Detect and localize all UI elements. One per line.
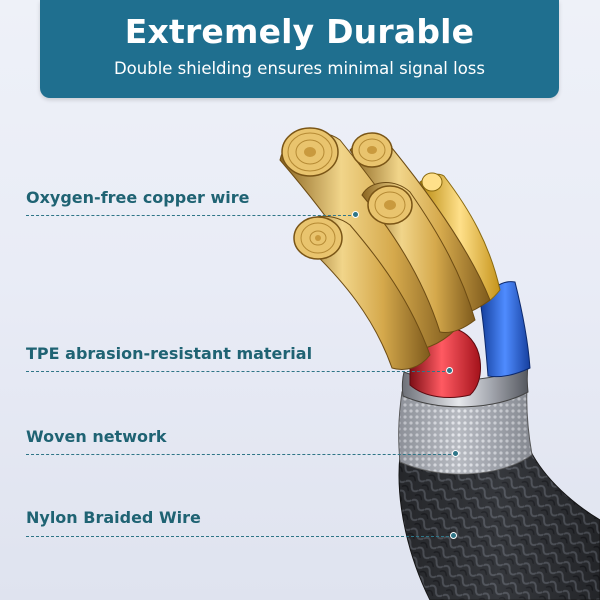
leader-dot-woven: [452, 450, 459, 457]
label-woven-network: Woven network: [26, 427, 167, 446]
leader-line-woven: [26, 454, 456, 455]
leader-dot-copper: [352, 211, 359, 218]
leader-line-copper: [26, 215, 356, 216]
strand-end-faces: [281, 127, 443, 260]
leader-line-nylon: [26, 536, 454, 537]
label-copper-wire: Oxygen-free copper wire: [26, 188, 250, 207]
tpe-blue-core: [479, 281, 531, 378]
leader-line-tpe: [26, 371, 450, 372]
header-banner: Extremely Durable Double shielding ensur…: [40, 0, 559, 98]
leader-dot-nylon: [450, 532, 457, 539]
leader-dot-tpe: [446, 367, 453, 374]
banner-title: Extremely Durable: [124, 12, 475, 51]
label-nylon-braided: Nylon Braided Wire: [26, 508, 201, 527]
label-tpe-material: TPE abrasion-resistant material: [26, 344, 313, 363]
banner-subtitle: Double shielding ensures minimal signal …: [113, 59, 486, 78]
